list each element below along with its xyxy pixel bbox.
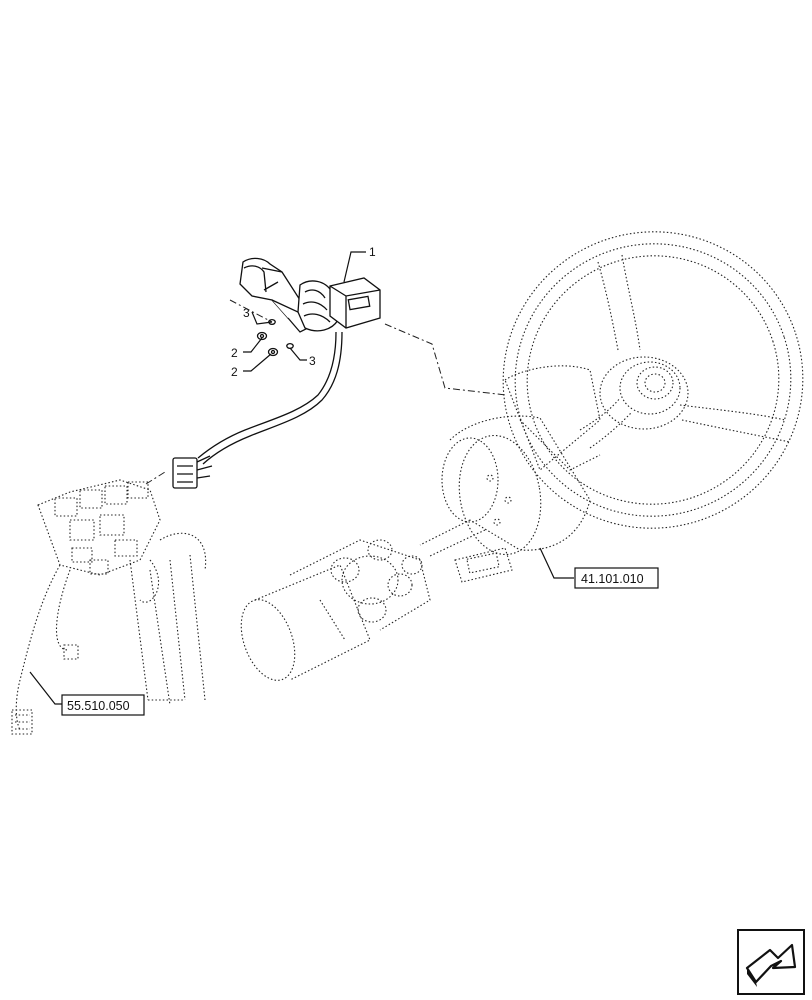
- hardware-nuts: [256, 318, 294, 357]
- lever-connector: [172, 455, 213, 489]
- wiring-harness: [11, 479, 207, 735]
- joystick-lever: [197, 257, 381, 465]
- steering-wheel: [502, 231, 804, 529]
- connection-lines: [145, 299, 507, 485]
- callout-leaders: [29, 251, 574, 705]
- reference-label-steering: 41.101.010: [581, 572, 644, 586]
- callout-3-lower: 3: [309, 354, 316, 368]
- steering-unit: [240, 539, 431, 681]
- next-page-arrow-icon[interactable]: [737, 929, 805, 995]
- steering-column: [419, 365, 601, 583]
- callout-2-upper: 2: [231, 346, 238, 360]
- callout-3-upper: 3: [243, 306, 250, 320]
- reference-55-510-050[interactable]: 55.510.050: [61, 694, 145, 716]
- reference-label-harness: 55.510.050: [67, 699, 130, 713]
- callout-1: 1: [369, 245, 376, 259]
- callout-2-lower: 2: [231, 365, 238, 379]
- reference-41-101-010[interactable]: 41.101.010: [574, 567, 659, 589]
